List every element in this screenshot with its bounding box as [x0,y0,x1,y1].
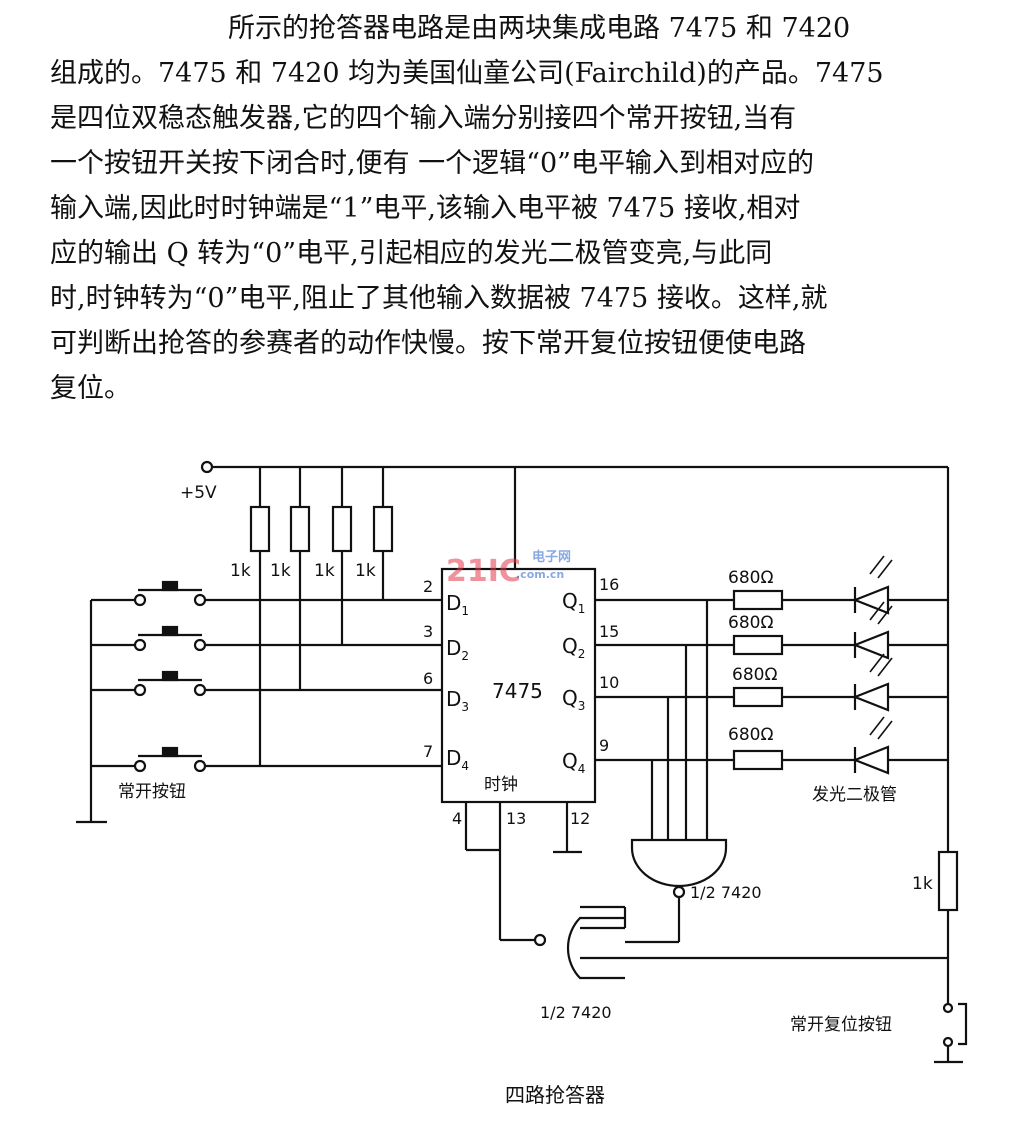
watermark-logo: 21IC 电子网 .com.cn [446,549,571,589]
pin-number: 3 [423,622,433,641]
chip-name: 7475 [492,679,543,703]
pin-number: 13 [506,809,526,828]
clock-label: 时钟 [484,775,518,795]
pin-number: 16 [599,575,619,594]
resistor-label: 680Ω [728,568,773,588]
pullup-label: 1k [355,561,376,581]
paragraph-line: 应的输出 Q 转为“0”电平,引起相应的发光二极管变亮,与此同 [50,238,773,269]
pin-number: 12 [570,809,590,828]
supply-label: +5V [180,483,217,503]
pullup-label: 1k [230,561,251,581]
pin-number: 4 [452,809,462,828]
output-label: Q4 [562,749,585,776]
reset-button-label: 常开复位按钮 [790,1015,892,1035]
pullup-label: 1k [314,561,335,581]
output-label: Q3 [562,686,585,713]
svg-text:.com.cn: .com.cn [516,568,564,581]
pullup-label: 1k [270,561,291,581]
svg-text:21IC: 21IC [446,554,521,589]
pin-number: 15 [599,622,619,641]
gate-label: 1/2 7420 [540,1003,612,1022]
pin-number: 7 [423,742,433,761]
svg-text:电子网: 电子网 [532,549,571,565]
paragraph-line: 可判断出抢答的参赛者的动作快慢。按下常开复位按钮便使电路 [50,328,806,359]
input-label: D2 [446,636,469,663]
buttons-label: 常开按钮 [118,782,186,802]
paragraph-line: 组成的。7475 和 7420 均为美国仙童公司(Fairchild)的产品。7… [50,58,884,89]
output-label: Q2 [562,634,585,661]
output-label: Q1 [562,589,585,616]
resistor-label: 680Ω [732,665,777,685]
led-label: 发光二极管 [812,785,897,805]
resistor-label: 680Ω [728,725,773,745]
caption: 四路抢答器 [505,1083,605,1107]
pin-number: 6 [423,669,433,688]
paragraph-line: 时,时钟转为“0”电平,阻止了其他输入数据被 7475 接收。这样,就 [50,283,828,314]
resistor-label: 680Ω [728,613,773,633]
paragraph-line: 是四位双稳态触发器,它的四个输入端分别接四个常开按钮,当有 [50,103,797,134]
gate-label: 1/2 7420 [690,883,762,902]
pin-number: 10 [599,673,619,692]
input-label: D3 [446,687,469,714]
description-paragraph: 所示的抢答器电路是由两块集成电路 7475 和 7420 组成的。7475 和 … [50,6,990,411]
input-label: D1 [446,591,469,618]
input-label: D4 [446,746,469,773]
paragraph-line: 所示的抢答器电路是由两块集成电路 7475 和 7420 [228,13,851,44]
paragraph-line: 输入端,因此时时钟端是“1”电平,该输入电平被 7475 接收,相对 [50,193,801,224]
reset-resistor-label: 1k [912,874,933,894]
pin-number: 2 [423,577,433,596]
pin-number: 9 [599,736,609,755]
paragraph-line: 一个按钮开关按下闭合时,便有 一个逻辑“0”电平输入到相对应的 [50,148,814,179]
paragraph-line: 复位。 [50,373,131,404]
